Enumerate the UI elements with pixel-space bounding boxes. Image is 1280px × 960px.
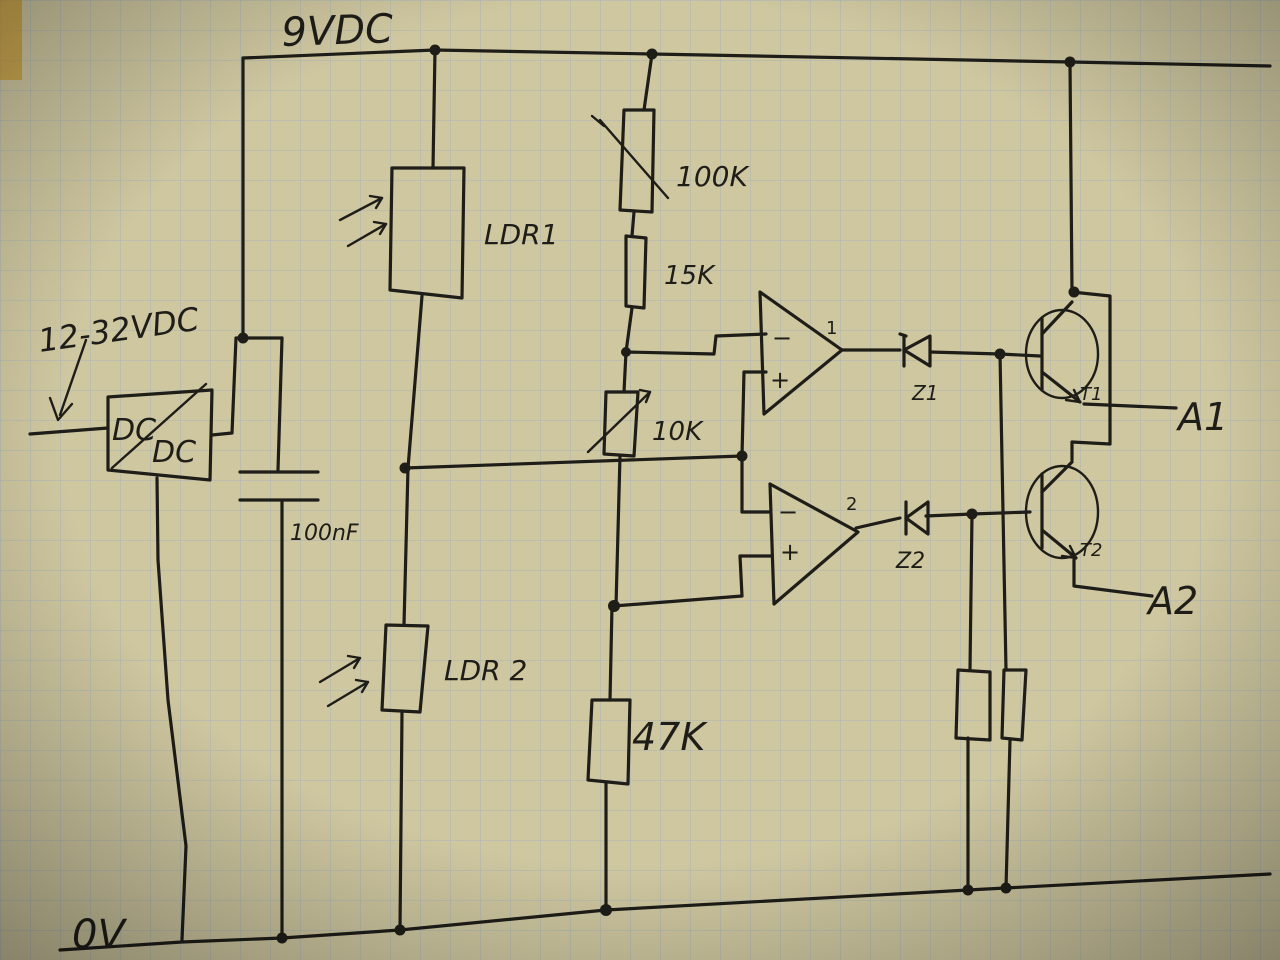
junction-res-ground-1 — [962, 884, 974, 896]
junction-divider-ground — [600, 904, 612, 916]
converter-label-top: DC — [112, 413, 156, 448]
ground-label: 0V — [72, 912, 127, 958]
junction-comparator-ref — [736, 450, 748, 462]
zener1-label: Z1 — [911, 381, 938, 405]
zener2-label: Z2 — [895, 549, 925, 574]
ldr1-label: LDR1 — [484, 218, 558, 251]
paper-margin-tab — [0, 0, 22, 80]
junction-t1-collector — [1068, 286, 1080, 298]
opamp2-plus: + — [780, 538, 800, 566]
pot1-label: 100K — [676, 160, 750, 193]
r2-label: 47K — [632, 715, 708, 759]
t1-label: T1 — [1080, 384, 1102, 405]
opamp1-plus: + — [770, 366, 790, 394]
junction-supply-t1 — [1064, 56, 1076, 68]
junction-res-ground-2 — [1000, 882, 1012, 894]
junction-supply-ldr — [429, 44, 441, 56]
opamp1-output-label: 1 — [826, 318, 837, 339]
r1-label: 15K — [664, 261, 716, 291]
opamp2-minus: − — [778, 498, 798, 526]
junction-converter-out — [237, 332, 249, 344]
junction-supply-divider — [646, 48, 658, 60]
converter-label-bottom: DC — [152, 435, 196, 470]
pot2-label: 10K — [652, 417, 704, 447]
opamp2-output-label: 2 — [846, 494, 857, 515]
junction-ldr-ground — [394, 924, 406, 936]
output-a1-label: A1 — [1175, 395, 1228, 439]
capacitor-label: 100nF — [290, 521, 359, 546]
junction-cap-ground — [276, 932, 288, 944]
ldr2-label: LDR 2 — [444, 654, 527, 687]
supply-label: 9VDC — [281, 6, 394, 56]
opamp1-minus: − — [772, 324, 792, 352]
output-a2-label: A2 — [1145, 579, 1198, 623]
t2-label: T2 — [1080, 540, 1102, 561]
